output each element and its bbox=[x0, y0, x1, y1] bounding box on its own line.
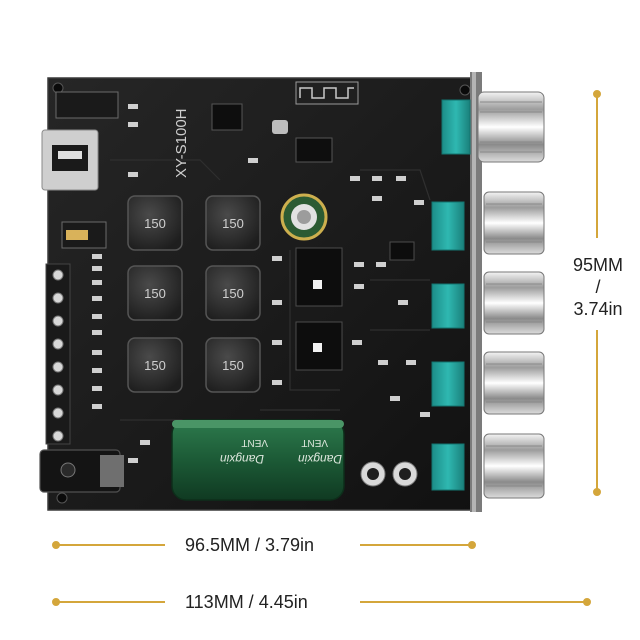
inner-width-dimension: 96.5MM / 3.79in bbox=[185, 535, 315, 555]
svg-text:150: 150 bbox=[144, 358, 166, 373]
svg-text:150: 150 bbox=[144, 216, 166, 231]
input-connectors bbox=[41, 91, 119, 249]
inductor: 150 bbox=[205, 265, 261, 321]
outer-width-dimension: 113MM / 4.45in bbox=[185, 592, 308, 612]
svg-text:VENT: VENT bbox=[241, 437, 268, 448]
svg-text:150: 150 bbox=[222, 216, 244, 231]
potentiometer-knob bbox=[431, 433, 545, 499]
small-electrolytic-capacitor bbox=[280, 193, 328, 241]
height-dimension: 95MM / 3.74in bbox=[565, 254, 631, 320]
height-in: 3.74in bbox=[573, 299, 623, 319]
inductor: 150 bbox=[127, 195, 183, 251]
svg-text:Dangxin: Dangxin bbox=[298, 452, 342, 466]
inductor: 150 bbox=[205, 337, 261, 393]
height-mm: 95MM bbox=[572, 255, 623, 275]
smd-components bbox=[92, 104, 430, 463]
potentiometer-knob bbox=[431, 271, 545, 335]
svg-text:150: 150 bbox=[222, 358, 244, 373]
svg-text:VENT: VENT bbox=[301, 437, 328, 448]
dimension-guides bbox=[52, 90, 601, 606]
amplifier-chips bbox=[295, 241, 415, 371]
potentiometer-volume bbox=[441, 91, 545, 163]
potentiometer-knob bbox=[431, 191, 545, 255]
svg-text:150: 150 bbox=[144, 286, 166, 301]
svg-text:Dangxin: Dangxin bbox=[220, 452, 264, 466]
height-separator: / bbox=[595, 277, 601, 297]
speaker-terminal-block bbox=[45, 263, 71, 445]
potentiometer-knob bbox=[431, 351, 545, 415]
svg-text:150: 150 bbox=[222, 286, 244, 301]
filter-capacitor: VENT VENT Dangxin Dangxin bbox=[171, 419, 345, 501]
inductor: 150 bbox=[127, 265, 183, 321]
dc-power-jack bbox=[39, 449, 124, 493]
inductors: 150 150 150 150 150 150 bbox=[127, 195, 261, 393]
inductor: 150 bbox=[127, 337, 183, 393]
bluetooth-module bbox=[211, 81, 359, 163]
model-silkscreen: XY-S100H bbox=[173, 109, 190, 179]
small-capacitors bbox=[360, 461, 418, 487]
inductor: 150 bbox=[205, 195, 261, 251]
front-bracket bbox=[470, 72, 482, 512]
